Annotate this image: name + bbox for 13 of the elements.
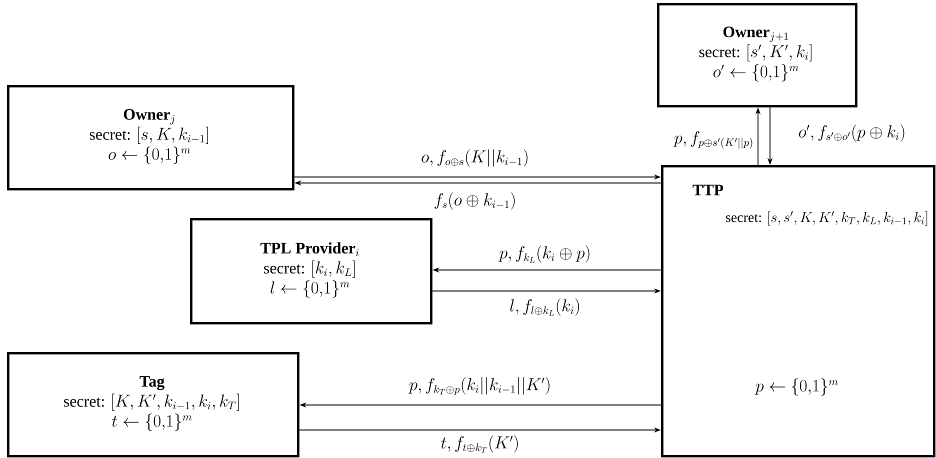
edge-label: $p, f_{p\oplus s'(K'||p)}$ [672,130,755,150]
party-box: $\textbf{Tag}$ $\text{secret: }[K, K', k_{i-1}, k_i, k_T]$ $t \leftarrow \{0{,}1\}^m$ [7,352,300,458]
edge-label: $f_s(o\oplus k_{i-1})$ [432,191,518,211]
edge-label: $o, f_{o\oplus s}(K||k_{i-1})$ [420,148,530,168]
edge-label: $o', f_{s'\oplus o'}(p\oplus k_i)$ [797,123,907,143]
party-box: $\textbf{Owner}_{j+1}$ $\text{secret: }[s', K', k_{i}]$ $o' \leftarrow \{0{,}1\}^m$ [657,3,858,108]
edge-label: $p, f_{k_L}(k_i\oplus p)$ [498,244,592,264]
edge-label: $t, f_{t\oplus k_T}(K')$ [440,434,520,454]
party-box: $\textbf{TPL Provider}_{i}$ $\text{secret: }[k_i, k_L]$ $l \leftarrow \{0{,}1\}^m$ [190,218,432,324]
edge-label: $l, f_{l\oplus k_L}(k_i)$ [508,297,582,317]
party-box: $\textbf{TTP}$ $\text{secret: }[s, s', K, K', k_T, k_L, k_{i-1}, k_i]$ $p \leftarrow \{0{,}1\}^m$ [661,165,936,458]
edge-label: $p, f_{k_T\oplus p}(k_i||k_{i-1}||K')$ [408,376,552,396]
party-box: $\textbf{Owner}_{j}$ $\text{secret: }[s, K, k_{i-1}]$ $o \leftarrow \{0{,}1\}^m$ [7,85,294,190]
